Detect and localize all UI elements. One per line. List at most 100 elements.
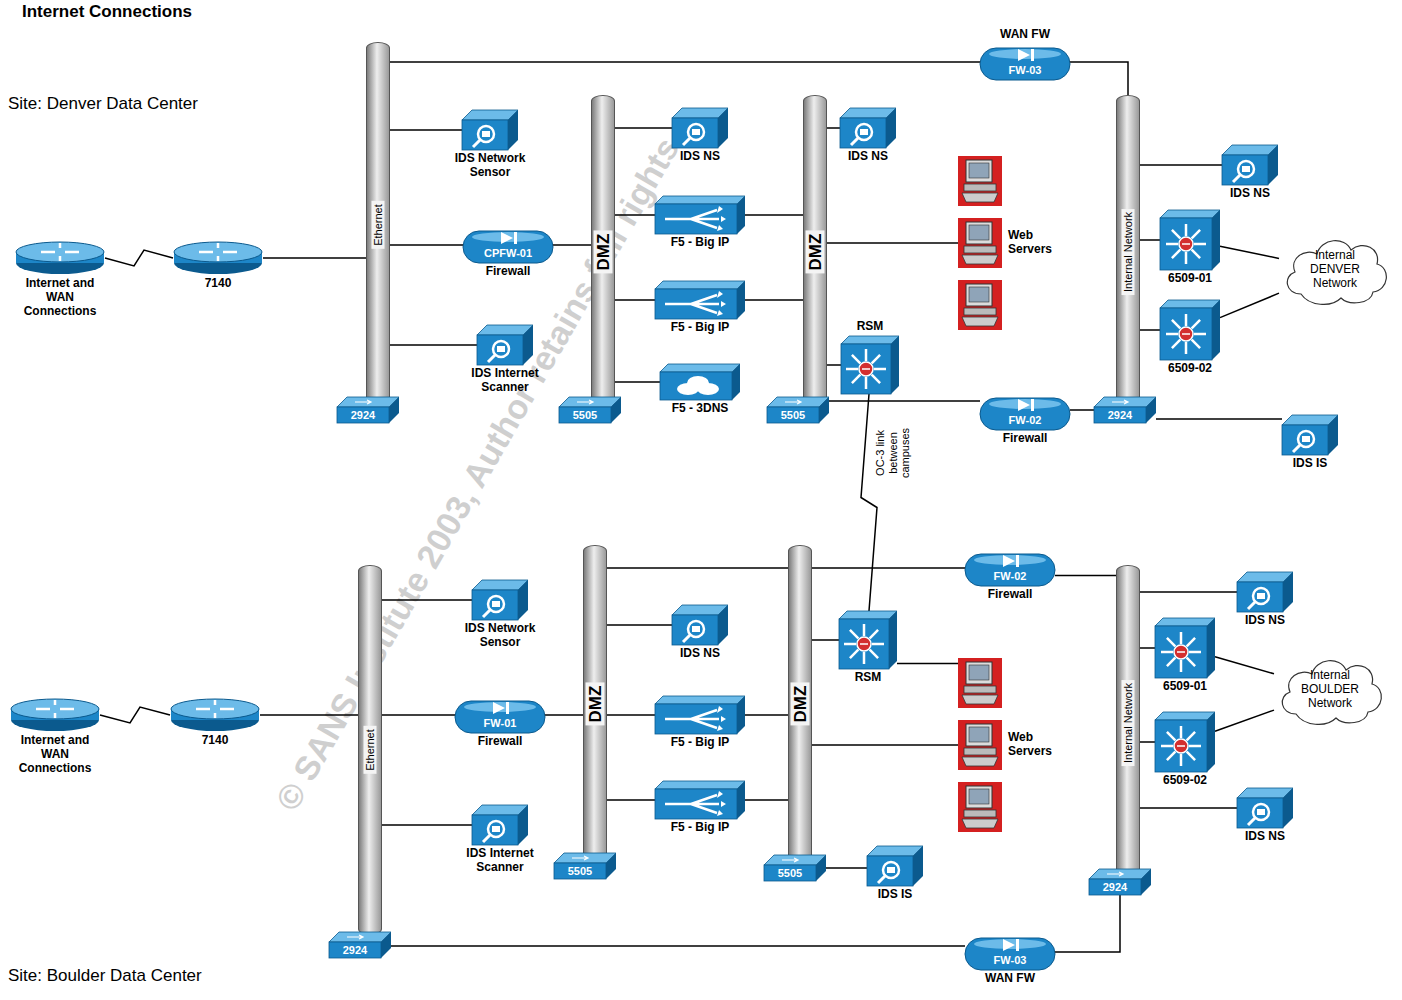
rect-part [1222, 155, 1268, 185]
ids-sensor-shape [472, 580, 528, 620]
circle-part [856, 124, 872, 140]
core-switch-shape [1160, 210, 1220, 270]
rect-part [1094, 407, 1146, 423]
load-balancer: F5 - Big IP [655, 696, 745, 752]
rect-part [462, 120, 508, 150]
network-link [607, 714, 655, 716]
firewall-shape: FW-03 [965, 934, 1055, 970]
path-part [718, 108, 728, 148]
network-link [1055, 575, 1116, 577]
label-group: Firewall [988, 588, 1033, 602]
firewall-shape: FW-02 [980, 394, 1070, 430]
rect-part [655, 789, 737, 819]
label-group: 6509-02 [1168, 362, 1212, 376]
path-part [1094, 397, 1156, 407]
firewall-shape: FW-01 [455, 697, 545, 733]
path-part [493, 702, 505, 714]
switch-shape: 5505 [764, 855, 826, 881]
label-group: IDS NS [680, 150, 720, 164]
network-link [897, 663, 958, 665]
path-part [886, 108, 896, 148]
path-part [764, 855, 826, 865]
device-icon [1237, 572, 1293, 612]
device-label: WAN FW [1000, 28, 1050, 42]
device-icon [1155, 618, 1215, 678]
ids-sensor: IDS Internet Scanner [450, 805, 550, 877]
ids-sensor: IDS IS [867, 846, 923, 904]
path-part [1166, 314, 1206, 354]
router-icon: 7140 [170, 698, 260, 750]
device-icon [655, 281, 745, 319]
web-server-group-shape [958, 156, 1002, 330]
switch-shape: 5505 [554, 853, 616, 879]
switch-shape: 5505 [767, 397, 829, 423]
device-name: 5505 [559, 408, 611, 422]
device-icon [1155, 712, 1215, 772]
path-part [523, 325, 533, 365]
label-group: IDS NS [680, 647, 720, 661]
ids-sensor-shape [840, 108, 896, 148]
label-group: IDS Internet Scanner [452, 847, 548, 875]
circle-part [1179, 327, 1193, 341]
switch-shape: 5505 [559, 397, 621, 423]
router-icon-shape [170, 698, 260, 732]
network-link [1220, 293, 1279, 317]
network-link [1156, 418, 1282, 420]
device-label: 6509-02 [1168, 362, 1212, 376]
ids-sensor: IDS NS [840, 108, 896, 166]
device-label: Firewall [1003, 432, 1048, 446]
load-balancer-shape [655, 781, 745, 819]
path-part [767, 397, 829, 407]
rect-part [964, 810, 996, 817]
path-part [1107, 872, 1123, 876]
switch: 2924 [1089, 869, 1151, 895]
g-part [958, 782, 1002, 832]
rect-part [1302, 436, 1310, 442]
network-link [1070, 62, 1128, 95]
device-label: 7140 [205, 277, 232, 291]
network-link [1215, 657, 1274, 674]
network-link [105, 250, 173, 266]
rect-part [964, 246, 996, 253]
rect-part [965, 554, 1055, 586]
path-part [1166, 224, 1206, 264]
path-part [1160, 300, 1220, 308]
network-link [1140, 591, 1237, 593]
device-icon [15, 241, 105, 275]
path-part [355, 400, 371, 404]
rect-part [660, 372, 732, 400]
device-label: IDS NS [680, 150, 720, 164]
path-part [962, 819, 998, 828]
network-link [390, 129, 462, 131]
device-name: 2924 [337, 408, 389, 422]
rect-part [958, 782, 1002, 832]
rect-part [1160, 218, 1212, 270]
network-link [827, 364, 841, 366]
device-label: 6509-01 [1168, 272, 1212, 286]
device-name: FW-02 [980, 414, 1070, 427]
device-name: 2924 [1094, 408, 1146, 422]
rect-part [966, 724, 992, 746]
label-group: 6509-02 [1163, 774, 1207, 788]
circle-part [1253, 588, 1269, 604]
core-switch: 6509-01 [1160, 210, 1220, 288]
rect-part [964, 748, 996, 755]
firewall-shape: FW-02 [965, 550, 1055, 586]
ids-sensor: IDS NS [1237, 572, 1293, 630]
device-label: Firewall [478, 735, 523, 749]
rect-part [1160, 308, 1212, 360]
path-part [665, 210, 719, 228]
path-part [732, 364, 740, 400]
path-part [347, 935, 363, 939]
device-label: Firewall [988, 588, 1033, 602]
rect-part [958, 720, 1002, 770]
web-server-group: Web Servers [958, 156, 1080, 330]
path-part [839, 611, 897, 619]
firewall: FW-03WAN FW [980, 26, 1070, 80]
path-part [962, 193, 998, 202]
network-bus-shape: Internal Network [1116, 565, 1140, 880]
rect-part [1155, 626, 1207, 678]
device-name: DMZ [791, 682, 810, 725]
rect-part [559, 407, 611, 423]
device-icon [1160, 210, 1220, 270]
